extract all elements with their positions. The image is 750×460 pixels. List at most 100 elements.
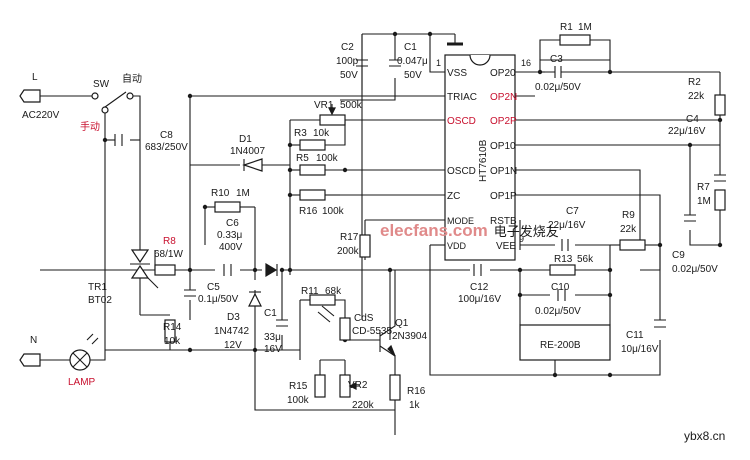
svg-text:200k: 200k [337,246,360,257]
ic-pin-triac: TRIAC [447,92,477,103]
capacitor-c2: C2 100p 50V [336,34,368,90]
junctions [102,31,723,378]
resistor-r5: R5 100k [296,153,339,176]
terminal-l: L AC220V [19,72,60,121]
capacitor-c7: C7 22μ/16V [548,206,586,251]
svg-text:RE-200B: RE-200B [540,340,581,351]
svg-text:1N4007: 1N4007 [230,146,265,157]
resistor-r11: R11 68k [301,286,342,306]
svg-text:1M: 1M [578,22,592,33]
svg-text:C5: C5 [207,282,220,293]
svg-text:22k: 22k [620,224,637,235]
photoresistor-cds: CdS CD-5535 [317,305,392,341]
svg-text:0.33μ: 0.33μ [217,230,242,241]
svg-text:C12: C12 [470,282,489,293]
resistor-r1: R1 1M [559,22,592,46]
svg-text:VR1: VR1 [314,100,334,111]
watermark-brand: elecfans.com [380,221,488,240]
capacitor-c8: C8 683/250V [114,130,188,153]
svg-text:683/250V: 683/250V [145,142,188,153]
svg-text:VR2: VR2 [348,380,368,391]
ic-pin-op1n: OP1N [490,166,517,177]
svg-text:R5: R5 [296,153,309,164]
ic-pin-16: 16 [521,58,531,68]
svg-text:R15: R15 [289,381,308,392]
diode-d-series [265,262,278,278]
svg-text:1k: 1k [409,400,421,411]
resistor-r7: R7 1M [697,182,726,211]
resistor-r16-upper: R16 100k [299,189,345,217]
svg-text:100k: 100k [287,395,310,406]
svg-text:BT02: BT02 [88,295,112,306]
svg-text:Q1: Q1 [395,318,409,329]
ic-pin-op20: OP20 [490,68,516,79]
resistor-r8: R8 68/1W [154,236,183,276]
resistor-r3: R3 10k [294,128,330,151]
svg-text:C7: C7 [566,206,579,217]
capacitor-c9: C9 0.02μ/50V [672,214,718,275]
terminal-n: N [19,335,41,367]
diode-d1: D1 1N4007 [230,134,265,172]
svg-text:R8: R8 [163,236,176,247]
transistor-q1: Q1 2N3904 [379,270,427,357]
svg-text:R16: R16 [407,386,426,397]
svg-text:C9: C9 [672,250,685,261]
svg-text:R13: R13 [554,254,573,265]
svg-text:TR1: TR1 [88,282,107,293]
svg-text:LAMP: LAMP [68,377,96,388]
svg-text:2N3904: 2N3904 [392,331,427,342]
resistor-r10: R10 1M [211,188,250,213]
ic-pin-vss: VSS [447,68,467,79]
capacitor-c11: C11 10μ/16V [621,319,666,355]
svg-text:10k: 10k [313,128,330,139]
svg-text:R14: R14 [163,322,182,333]
svg-text:50V: 50V [404,70,422,81]
switch-manual-label: 手动 [80,120,100,133]
ic-ht7610b: HT7610B 1 16 9 VSS TRIAC OSCD OSCD ZC MO… [436,54,531,261]
svg-text:400V: 400V [219,242,243,253]
triac-tr1: TR1 BT02 [88,245,159,306]
ic-pin-oscd-1: OSCD [447,116,476,127]
potentiometer-vr1: VR1 500k [314,100,363,126]
ic-pin-rstb: RSTB [490,216,517,227]
svg-text:C8: C8 [160,130,173,141]
svg-text:33μ: 33μ [264,332,281,343]
capacitor-c1: C1 0.047μ 50V [389,42,428,81]
potentiometer-vr2: VR2 220k [339,374,375,411]
ic-pin-vdd: VDD [447,241,467,251]
svg-text:68k: 68k [325,286,342,297]
ic-name: HT7610B [478,139,489,182]
svg-text:10k: 10k [164,336,181,347]
ic-pin-zc: ZC [447,191,460,202]
svg-text:0.02μ/50V: 0.02μ/50V [535,306,581,317]
svg-text:100μ/16V: 100μ/16V [458,294,501,305]
switch-label: SW [93,79,110,90]
svg-text:1M: 1M [697,196,711,207]
svg-text:D1: D1 [239,134,252,145]
svg-text:220k: 220k [352,400,375,411]
svg-text:C3: C3 [550,54,563,65]
switch-auto-label: 自动 [122,72,142,85]
svg-text:C6: C6 [226,218,239,229]
svg-text:56k: 56k [577,254,594,265]
svg-text:C11: C11 [626,330,644,341]
svg-text:22k: 22k [688,91,705,102]
svg-text:22μ/16V: 22μ/16V [548,220,586,231]
svg-text:C1: C1 [264,308,277,319]
ic-pin-vee: VEE [496,241,516,252]
capacitor-c3: C3 0.02μ/50V [535,54,610,93]
svg-text:R11: R11 [301,286,319,297]
resistor-r2: R2 22k [688,77,726,116]
svg-text:22μ/16V: 22μ/16V [668,126,706,137]
svg-text:500k: 500k [340,100,363,111]
svg-text:R7: R7 [697,182,710,193]
svg-text:10μ/16V: 10μ/16V [621,344,659,355]
svg-text:C1: C1 [404,42,417,53]
capacitor-c10: C10 0.02μ/50V [535,282,581,317]
ic-pin-oscd-2: OSCD [447,166,476,177]
resistor-r15: R15 100k [287,374,326,406]
sensor-re200b: RE-200B [519,324,611,361]
capacitor-c11a: C1 33μ 16V [264,308,288,355]
capacitor-c6: C6 0.33μ 400V [217,218,243,276]
